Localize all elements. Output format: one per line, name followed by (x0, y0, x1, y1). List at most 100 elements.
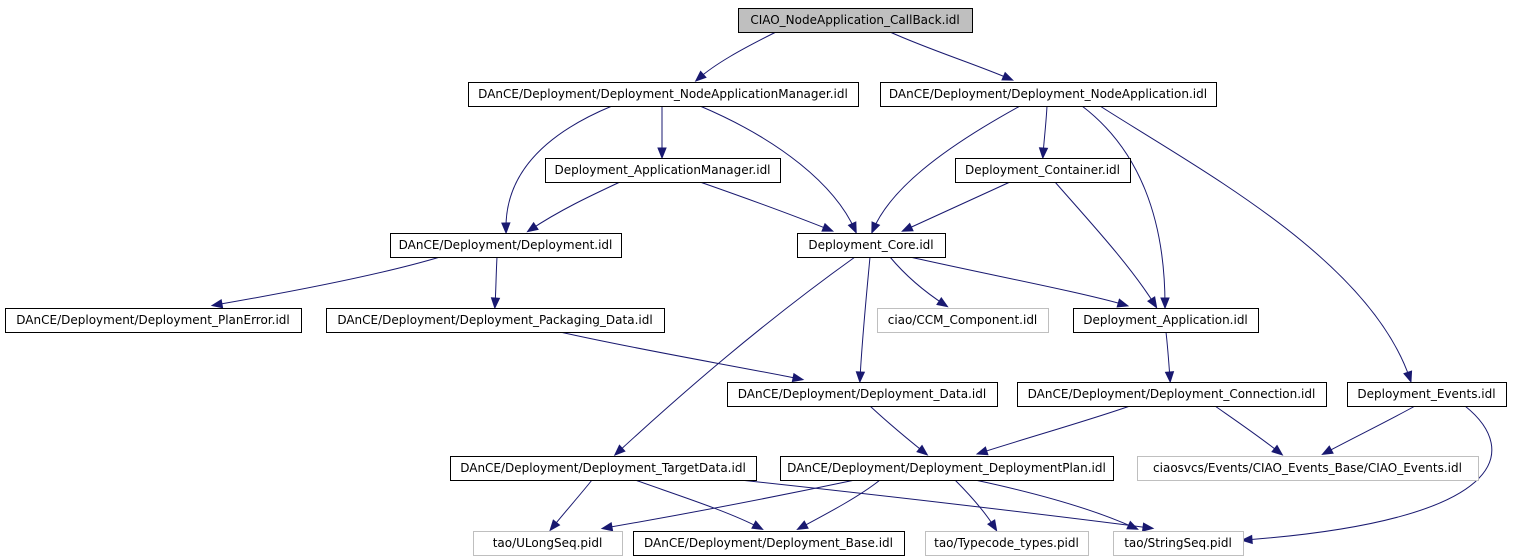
node-box[interactable] (880, 82, 1217, 107)
edge-line (699, 105, 856, 231)
node-box[interactable] (925, 531, 1089, 556)
node-label: DAnCE/Deployment/Deployment.idl (399, 238, 613, 252)
node-targetdata[interactable]: DAnCE/Deployment/Deployment_TargetData.i… (450, 456, 757, 481)
node-box[interactable] (468, 82, 859, 107)
edge-line (904, 181, 1011, 231)
node-box[interactable] (1113, 531, 1244, 556)
node-nam[interactable]: DAnCE/Deployment/Deployment_NodeApplicat… (468, 82, 859, 107)
arrowhead (1038, 147, 1049, 160)
node-label: DAnCE/Deployment/Deployment_NodeApplicat… (478, 87, 848, 101)
node-box[interactable] (473, 531, 623, 556)
node-box[interactable] (955, 158, 1131, 183)
node-label: DAnCE/Deployment/Deployment_DeploymentPl… (787, 461, 1106, 475)
edge-line (1099, 105, 1411, 380)
node-ciaoevents[interactable]: ciaosvcs/Events/CIAO_Events_Base/CIAO_Ev… (1137, 456, 1479, 481)
edge-targetdata-to-ulong (549, 479, 593, 532)
edge-layer (210, 31, 1493, 545)
edge-application-to-connection (1164, 331, 1175, 384)
edge-data-to-plan (869, 405, 929, 456)
node-box[interactable] (390, 233, 622, 258)
node-box[interactable] (1073, 308, 1259, 333)
node-label: DAnCE/Deployment/Deployment_PlanError.id… (16, 313, 289, 327)
edge-line (505, 105, 613, 231)
arrowhead (613, 444, 626, 456)
edge-line (954, 479, 996, 529)
node-base[interactable]: DAnCE/Deployment/Deployment_Base.idl (633, 531, 905, 556)
edge-targetdata-to-base (634, 479, 764, 531)
edge-line (1244, 405, 1493, 541)
edge-line (214, 256, 441, 306)
node-box[interactable] (326, 308, 665, 333)
node-typecode[interactable]: tao/Typecode_types.pidl (925, 531, 1089, 556)
node-plan[interactable]: DAnCE/Deployment/Deployment_DeploymentPl… (780, 456, 1114, 481)
edge-line (529, 181, 621, 231)
node-box[interactable] (727, 382, 998, 407)
node-callback[interactable]: CIAO_NodeApplication_CallBack.idl (738, 8, 973, 33)
node-box[interactable] (797, 233, 946, 258)
node-box[interactable] (1137, 456, 1479, 481)
edge-line (1081, 105, 1166, 306)
edge-line (974, 479, 1136, 529)
edge-packaging-to-data (559, 331, 805, 383)
node-box[interactable] (738, 8, 973, 33)
node-application[interactable]: Deployment_Application.idl (1073, 308, 1259, 333)
node-box[interactable] (780, 456, 1114, 481)
node-deployment[interactable]: DAnCE/Deployment/Deployment.idl (390, 233, 622, 258)
node-box[interactable] (1347, 382, 1507, 407)
arrowhead (210, 299, 224, 309)
node-box[interactable] (1017, 382, 1327, 407)
node-events[interactable]: Deployment_Events.idl (1347, 382, 1507, 407)
node-packaging[interactable]: DAnCE/Deployment/Deployment_Packaging_Da… (326, 308, 665, 333)
edge-nam-to-am (657, 106, 667, 160)
node-connection[interactable]: DAnCE/Deployment/Deployment_Connection.i… (1017, 382, 1327, 407)
edge-callback-to-na (889, 31, 1014, 81)
arrowhead (1160, 297, 1170, 310)
edge-connection-to-plan (975, 405, 1131, 456)
node-layer: CIAO_NodeApplication_CallBack.idlDAnCE/D… (5, 8, 1507, 556)
arrowhead (916, 444, 929, 456)
edge-deployment-to-packaging (490, 256, 501, 310)
node-label: tao/Typecode_types.pidl (934, 536, 1079, 550)
edge-events-to-ciaoevents (1321, 405, 1416, 456)
edge-line (551, 479, 593, 529)
node-label: Deployment_Application.idl (1083, 313, 1248, 327)
node-planerror[interactable]: DAnCE/Deployment/Deployment_PlanError.id… (5, 308, 302, 333)
edge-callback-to-nam (694, 31, 777, 82)
arrowhead (490, 297, 501, 310)
edge-na-to-events (1099, 105, 1413, 384)
node-data[interactable]: DAnCE/Deployment/Deployment_Data.idl (727, 382, 998, 407)
edge-connection-to-ciaoevents (1214, 405, 1284, 456)
node-box[interactable] (545, 158, 781, 183)
edge-core-to-ccm (889, 256, 949, 308)
edge-line (699, 181, 831, 231)
node-label: CIAO_NodeApplication_CallBack.idl (750, 13, 959, 27)
node-ulong[interactable]: tao/ULongSeq.pidl (473, 531, 623, 556)
arrowhead (871, 221, 881, 235)
node-stringseq[interactable]: tao/StringSeq.pidl (1113, 531, 1244, 556)
arrowhead (847, 221, 857, 234)
edge-line (739, 479, 1151, 529)
edge-deployment-to-planerror (210, 256, 441, 309)
arrowhead (1141, 522, 1155, 532)
node-box[interactable] (633, 531, 905, 556)
node-ccm[interactable]: ciao/CCM_Component.idl (877, 308, 1049, 333)
node-core[interactable]: Deployment_Core.idl (797, 233, 946, 258)
arrowhead (855, 371, 866, 384)
node-na[interactable]: DAnCE/Deployment/Deployment_NodeApplicat… (880, 82, 1217, 107)
arrowhead (987, 519, 998, 532)
node-box[interactable] (5, 308, 302, 333)
edge-core-to-targetdata (613, 256, 856, 456)
edge-line (869, 405, 926, 454)
node-box[interactable] (450, 456, 757, 481)
node-container[interactable]: Deployment_Container.idl (955, 158, 1131, 183)
arrowhead (901, 222, 914, 232)
node-am[interactable]: Deployment_ApplicationManager.idl (545, 158, 781, 183)
edge-plan-to-base (796, 479, 881, 531)
arrowhead (501, 222, 511, 235)
edge-line (889, 31, 1011, 80)
edge-line (1324, 405, 1416, 454)
node-label: DAnCE/Deployment/Deployment_TargetData.i… (460, 461, 746, 475)
edge-line (889, 256, 946, 306)
node-box[interactable] (877, 308, 1049, 333)
